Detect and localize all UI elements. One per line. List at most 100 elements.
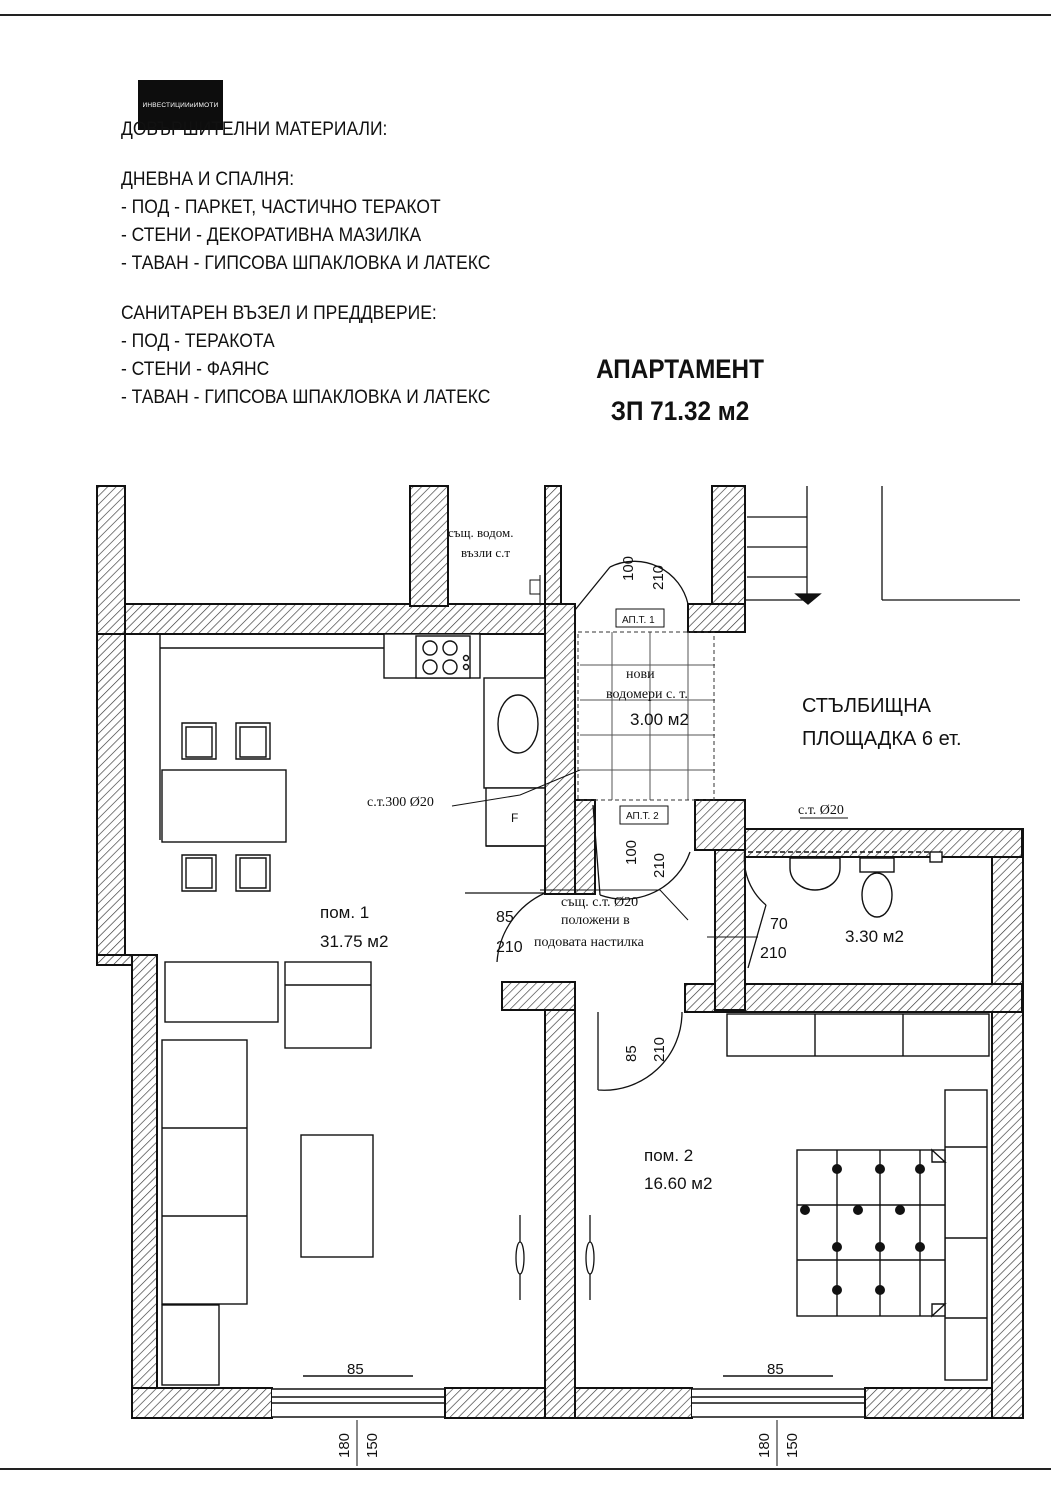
company-logo: ИНВЕСТИЦИИиИМОТИ: [138, 80, 223, 130]
door-hall-height: 210: [496, 939, 523, 956]
apartment-area: ЗП 71.32 м2: [610, 396, 750, 426]
windows: [272, 1375, 864, 1418]
wall-hall-left: [544, 603, 576, 895]
bath-area: 3.30 м2: [845, 927, 904, 946]
plan-labels: същ. водом. възли с.т 100 210 АП.Т. 1 но…: [320, 525, 962, 1458]
wall-right: [991, 828, 1024, 1419]
double-bed: [796, 1149, 946, 1317]
wall-left-lower: [131, 954, 158, 1418]
door-hall-width: 85: [496, 909, 514, 926]
doors: [465, 560, 767, 1300]
wall-partition-room1-room2: [544, 1009, 576, 1419]
hall-area: 3.00 м2: [630, 710, 689, 729]
drain-icon: [929, 851, 943, 863]
apartment-title-block: АПАРТАМЕНТ ЗП 71.32 м2: [572, 348, 788, 432]
toilet-tank: [859, 857, 895, 873]
sink-icon: [497, 694, 539, 754]
window2-height-b: 150: [784, 1433, 801, 1458]
bedroom-furniture: [726, 1013, 990, 1381]
meters-label-line2: водомери с. т.: [606, 687, 688, 702]
wall-stub-left: [501, 981, 576, 1011]
armchair-right: [284, 961, 372, 1049]
staircase: [745, 486, 1020, 605]
notes-sanitary-title: САНИТАРЕН ВЪЗЕЛ И ПРЕДДВЕРИЕ:: [121, 303, 437, 324]
fridge-label: F: [511, 811, 518, 825]
room1-name: пом. 1: [320, 903, 369, 922]
shaft-label-line1: същ. водом.: [448, 525, 514, 540]
room2-area: 16.60 м2: [644, 1174, 712, 1193]
chair-icon: [181, 722, 217, 760]
door-room2: [597, 1011, 683, 1091]
apt2-label-box: [619, 805, 669, 825]
window1-height-a: 180: [336, 1433, 353, 1458]
door-mid-height: 210: [651, 853, 668, 878]
door-top: [574, 560, 689, 611]
dining-table: [161, 769, 287, 843]
hall-tile-grid: [577, 631, 715, 801]
washbasin-icon: [789, 857, 841, 891]
notes-living-title: ДНЕВНА И СПАЛНЯ:: [121, 169, 295, 190]
wall-bath-left: [714, 829, 746, 1011]
notes-living-floor: - ПОД - ПАРКЕТ, ЧАСТИЧНО ТЕРАКОТ: [121, 197, 441, 218]
wall-bath-top: [744, 828, 1023, 858]
door-top-width: 100: [620, 556, 637, 581]
bottom-border-line: [0, 1468, 1051, 1470]
pipe-300-label: с.т.300 Ø20: [367, 795, 434, 810]
door-bath-height: 210: [760, 945, 787, 962]
door-bath-width: 70: [770, 916, 788, 933]
side-table: [161, 1304, 220, 1386]
wall-hall-mid-left: [574, 799, 596, 895]
apartment-title: АПАРТАМЕНТ: [596, 354, 764, 384]
notes-heading: ДОВЪРШИТЕЛНИ МАТЕРИАЛИ:: [121, 119, 388, 140]
shaft-label-line2: възли с.т: [461, 545, 510, 560]
existing-pipe-line1: същ. с.т. Ø20: [561, 895, 638, 910]
door-mid-width: 100: [623, 840, 640, 865]
notes-living-ceiling: - ТАВАН - ГИПСОВА ШПАКЛОВКА И ЛАТЕКС: [121, 253, 491, 274]
notes-sanitary-floor: - ПОД - ТЕРАКОТА: [121, 331, 275, 352]
notes-sanitary-ceiling: - ТАВАН - ГИПСОВА ШПАКЛОВКА И ЛАТЕКС: [121, 387, 491, 408]
wardrobe: [726, 1013, 990, 1057]
window1-width: 85: [347, 1361, 364, 1378]
existing-pipe-line2: положени в: [561, 913, 630, 928]
coffee-table: [300, 1134, 374, 1258]
walls: [96, 485, 1024, 1419]
stair-label-line2: ПЛОЩАДКА 6 ет.: [802, 728, 962, 750]
wall-bath-corner: [694, 799, 746, 851]
chair-icon: [235, 722, 271, 760]
apt2-label: АП.Т. 2: [626, 811, 659, 822]
dimension-ticks: [356, 1420, 778, 1466]
chair-icon: [181, 854, 217, 892]
shaft-box: [529, 579, 541, 595]
finishing-materials-notes: ДОВЪРШИТЕЛНИ МАТЕРИАЛИ: ДНЕВНА И СПАЛНЯ:…: [121, 116, 526, 412]
wall-hall-top-right: [687, 603, 746, 633]
armchair-left: [164, 961, 279, 1023]
existing-pipe-line3: подовата настилка: [534, 935, 645, 950]
wall-pier-2: [544, 485, 562, 607]
wall-room1-top: [124, 603, 546, 635]
bedside-shelf: [944, 1089, 988, 1381]
pipe-bath-label: с.т. Ø20: [798, 803, 844, 818]
window2-width: 85: [767, 1361, 784, 1378]
room1-area: 31.75 м2: [320, 932, 388, 951]
notes-living-walls: - СТЕНИ - ДЕКОРАТИВНА МАЗИЛКА: [121, 225, 422, 246]
kitchen: [159, 633, 546, 847]
window2-height-a: 180: [756, 1433, 773, 1458]
room2-name: пом. 2: [644, 1146, 693, 1165]
door-room2-width: 85: [623, 1045, 640, 1062]
wall-left-top: [96, 485, 126, 635]
chair-icon: [235, 854, 271, 892]
wall-pier-1: [409, 485, 449, 607]
stair-label-line1: СТЪЛБИЩНА: [802, 695, 932, 717]
bed-pattern: [800, 1164, 925, 1295]
bathroom-fixtures: [748, 851, 943, 918]
door-room2-height: 210: [651, 1037, 668, 1062]
door-mid: [592, 804, 691, 900]
door-top-height: 210: [650, 565, 667, 590]
dining-set: [161, 722, 287, 892]
top-border-line: [0, 14, 1051, 16]
window1-height-b: 150: [364, 1433, 381, 1458]
toilet-icon: [861, 872, 893, 918]
living-furniture: [161, 961, 374, 1386]
